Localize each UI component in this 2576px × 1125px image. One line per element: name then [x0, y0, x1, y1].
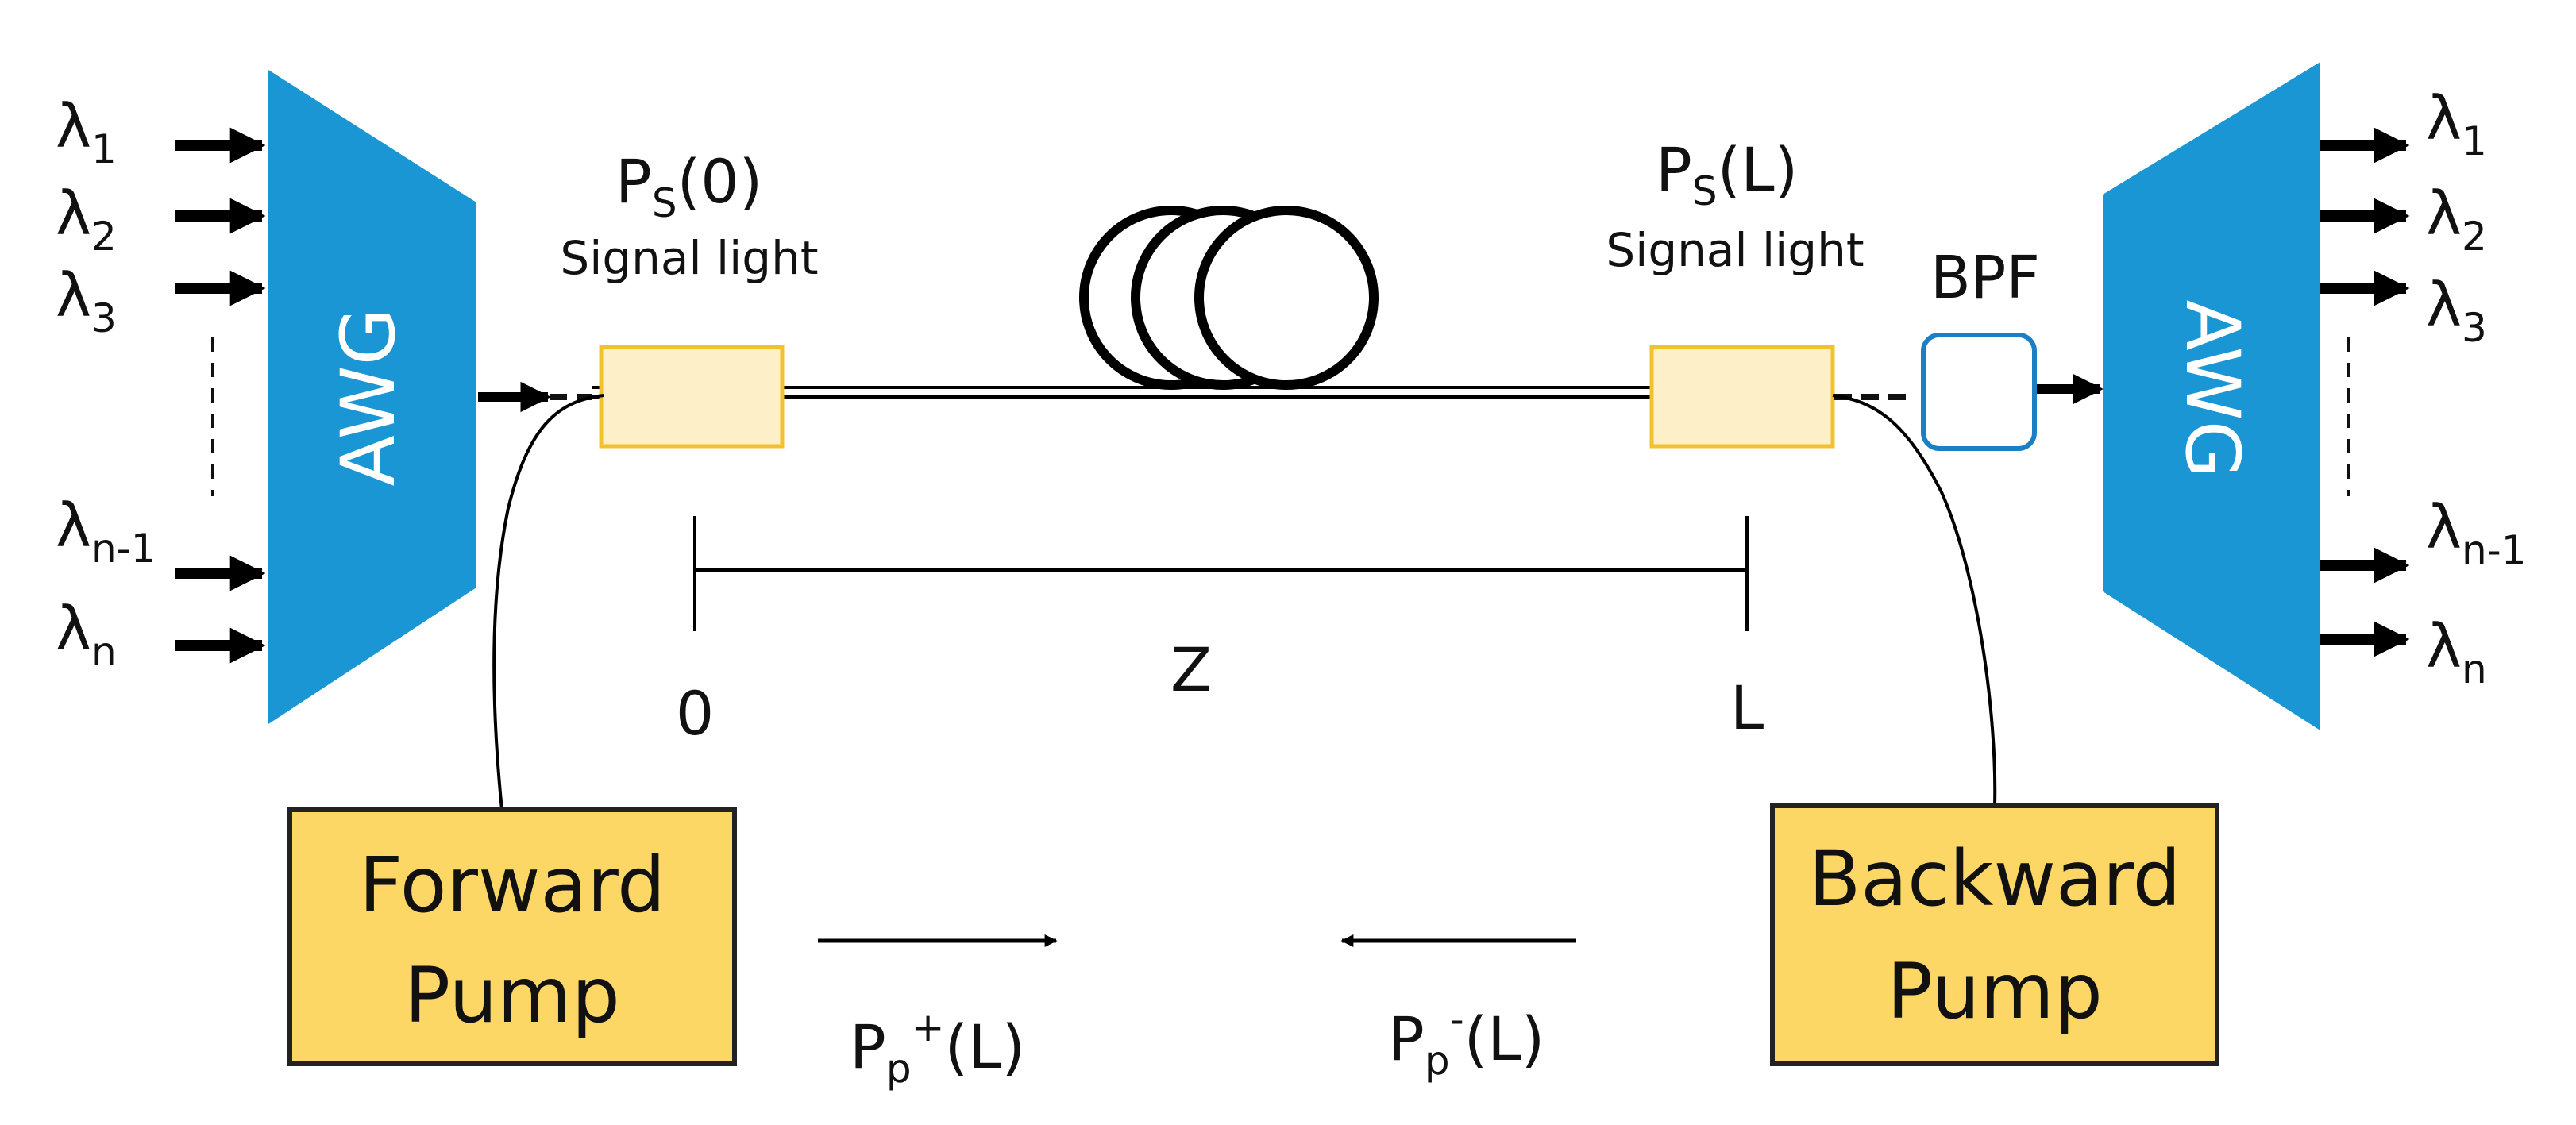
- svg-text:PS(L): PS(L): [1656, 134, 1798, 214]
- input-lambda-3: λ3: [56, 260, 117, 341]
- coupler-right: [1649, 345, 1835, 449]
- awg-right-label: AWG: [2169, 300, 2255, 479]
- distance-scale: 0 Z L: [676, 516, 1764, 749]
- scale-label-0: 0: [676, 678, 714, 749]
- input-lambda-1: λ1: [56, 91, 117, 172]
- svg-text:λn: λn: [2426, 611, 2487, 692]
- svg-text:λn-1: λn-1: [56, 490, 156, 572]
- output-lambda-3: λ3: [2426, 269, 2487, 351]
- backward-pump-box: [1770, 803, 2219, 1066]
- svg-text:PS(0): PS(0): [615, 146, 762, 226]
- scale-label-z: Z: [1170, 634, 1212, 705]
- backward-pump: Backward Pump: [1770, 803, 2219, 1066]
- awg-right-shape: [2103, 62, 2320, 730]
- output-wavelengths: λ1 λ2 λ3 λn-1 λn: [2320, 83, 2527, 692]
- input-lambda-n: λn: [56, 593, 117, 675]
- svg-text:λ3: λ3: [2426, 269, 2487, 351]
- output-lambda-n-minus-1: λn-1: [2426, 491, 2527, 573]
- svg-text:Pp+(L): Pp+(L): [850, 1004, 1025, 1092]
- input-wavelengths: λ1 λ2 λ3 λn-1 λn: [56, 91, 266, 675]
- svg-text:λ1: λ1: [56, 91, 117, 172]
- bpf-box: [1921, 333, 2037, 451]
- awg-right: AWG: [2103, 62, 2320, 730]
- forward-pump-line2: Pump: [404, 951, 620, 1040]
- svg-text:λ2: λ2: [2426, 178, 2487, 260]
- output-lambda-2: λ2: [2426, 178, 2487, 260]
- signal-light-left: Signal light: [560, 231, 818, 285]
- fiber: [592, 206, 1834, 399]
- pp-minus-label: Pp-(L): [1388, 996, 1544, 1084]
- bpf-label: BPF: [1930, 244, 2040, 312]
- awg-left-shape: [268, 70, 476, 724]
- svg-text:λ3: λ3: [56, 260, 117, 341]
- backward-pump-fiber: [1832, 394, 1997, 807]
- svg-text:λ2: λ2: [56, 178, 117, 260]
- output-lambda-n: λn: [2426, 611, 2487, 692]
- svg-text:λn: λn: [56, 593, 117, 675]
- svg-text:λn-1: λn-1: [2426, 491, 2527, 573]
- svg-text:Pp-(L): Pp-(L): [1388, 996, 1544, 1084]
- backward-pump-line1: Backward: [1808, 834, 2181, 923]
- forward-pump: Forward Pump: [287, 807, 737, 1066]
- ps0-label: PS(0): [615, 146, 762, 226]
- backward-pump-line2: Pump: [1887, 947, 2103, 1036]
- awg-left-label: AWG: [326, 308, 412, 487]
- forward-pump-line1: Forward: [359, 841, 665, 930]
- signal-light-right: Signal light: [1606, 223, 1864, 277]
- output-lambda-1: λ1: [2426, 83, 2487, 164]
- svg-text:λ1: λ1: [2426, 83, 2487, 164]
- input-lambda-2: λ2: [56, 178, 117, 260]
- coupler-left: [599, 345, 785, 449]
- pp-plus-label: Pp+(L): [850, 1004, 1025, 1092]
- scale-label-L: L: [1730, 672, 1764, 743]
- psL-label: PS(L): [1656, 134, 1798, 214]
- forward-pump-box: [287, 807, 737, 1066]
- awg-left: AWG: [268, 70, 476, 724]
- input-lambda-n-minus-1: λn-1: [56, 490, 156, 572]
- forward-pump-fiber: [492, 394, 604, 811]
- fiber-coil: [1079, 206, 1379, 390]
